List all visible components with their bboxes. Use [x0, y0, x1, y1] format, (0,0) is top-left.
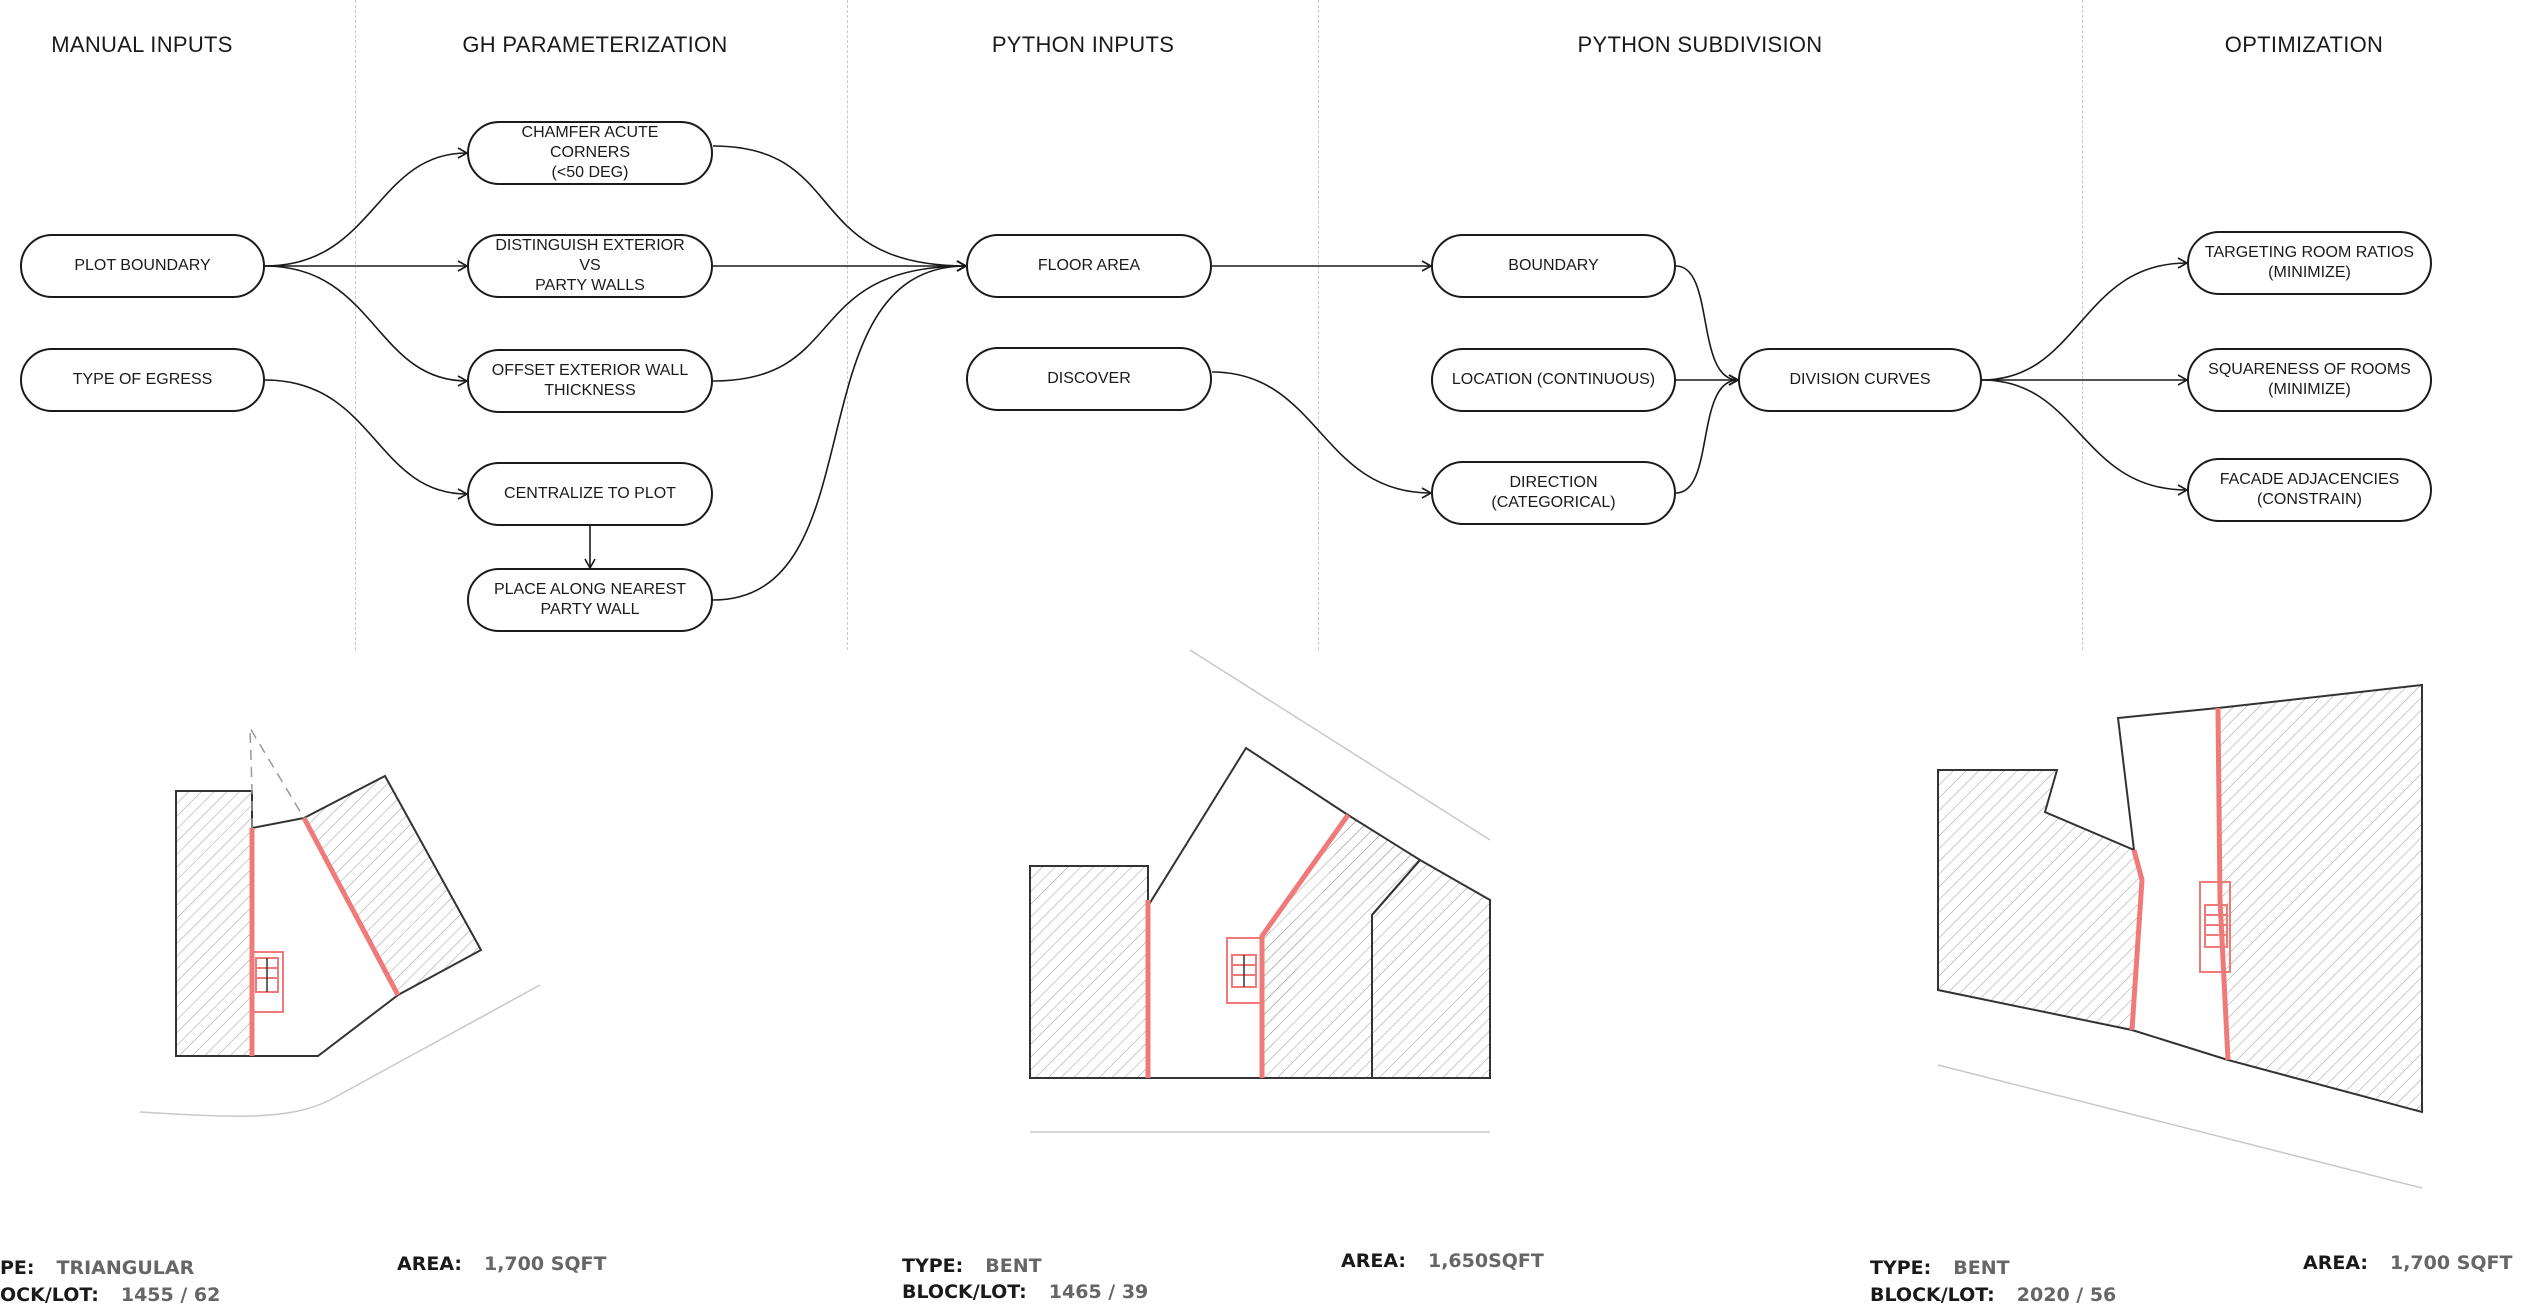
- node-direction-categorical: DIRECTION (CATEGORICAL): [1431, 461, 1676, 525]
- plot-1-area: AREA: 1,700 SQFT: [397, 1253, 606, 1275]
- plot-drawing-bent-2020: [1937, 683, 2423, 1189]
- node-plot-boundary: PLOT BOUNDARY: [20, 234, 265, 298]
- node-division-curves: DIVISION CURVES: [1738, 348, 1982, 412]
- plot-drawing-bent-1465: [1029, 649, 1491, 1133]
- connector: [264, 265, 469, 387]
- node-distinguish-walls: DISTINGUISH EXTERIOR VS PARTY WALLS: [467, 234, 713, 298]
- node-boundary: BOUNDARY: [1431, 234, 1676, 298]
- node-type-of-egress: TYPE OF EGRESS: [20, 348, 265, 412]
- plot-3-block-label: BLOCK/LOT:: [1870, 1284, 1995, 1306]
- node-targeting-room-ratios: TARGETING ROOM RATIOS (MINIMIZE): [2187, 231, 2432, 295]
- plot-3-area: AREA: 1,700 SQFT: [2303, 1252, 2512, 1274]
- plot-1-block: OCK/LOT: 1455 / 62: [0, 1284, 220, 1306]
- node-place-along-party-wall: PLACE ALONG NEAREST PARTY WALL: [467, 568, 713, 632]
- plot-1-block-label: OCK/LOT:: [0, 1284, 99, 1306]
- plot-2-area-value: 1,650SQFT: [1427, 1250, 1544, 1272]
- plot-3-type-value: BENT: [1953, 1257, 2010, 1279]
- column-divider: [2082, 0, 2083, 650]
- plot-2-block-label: BLOCK/LOT:: [902, 1281, 1027, 1303]
- flow-connectors: [264, 145, 2189, 601]
- node-squareness-of-rooms: SQUARENESS OF ROOMS (MINIMIZE): [2187, 348, 2432, 412]
- plot-3-type: TYPE: BENT: [1870, 1257, 2010, 1279]
- plot-3-block: BLOCK/LOT: 2020 / 56: [1870, 1284, 2116, 1306]
- plot-2-area: AREA: 1,650SQFT: [1341, 1250, 1544, 1272]
- plot-1-area-value: 1,700 SQFT: [483, 1253, 607, 1275]
- plot-1-type-value: TRIANGULAR: [56, 1257, 195, 1279]
- connector: [1675, 374, 1740, 494]
- column-divider: [1318, 0, 1319, 650]
- connector: [1211, 371, 1433, 499]
- column-divider: [355, 0, 356, 650]
- connector: [712, 145, 968, 272]
- plot-2-area-label: AREA:: [1341, 1250, 1406, 1272]
- connector: [1981, 257, 2189, 381]
- node-centralize-to-plot: CENTRALIZE TO PLOT: [467, 462, 713, 526]
- plot-2-block-value: 1465 / 39: [1048, 1281, 1149, 1303]
- column-title-manual-inputs: MANUAL INPUTS: [51, 32, 233, 57]
- node-offset-wall-thickness: OFFSET EXTERIOR WALL THICKNESS: [467, 349, 713, 413]
- plot-3-type-label: TYPE:: [1870, 1257, 1932, 1279]
- column-divider: [847, 0, 848, 650]
- connector: [1675, 265, 1740, 386]
- plot-2-block: BLOCK/LOT: 1465 / 39: [902, 1281, 1148, 1303]
- column-title-python-subdivision: PYTHON SUBDIVISION: [1577, 32, 1823, 57]
- plot-3-block-value: 2020 / 56: [2016, 1284, 2117, 1306]
- plot-1-area-label: AREA:: [397, 1253, 462, 1275]
- connector: [1981, 379, 2189, 496]
- node-discover: DISCOVER: [966, 347, 1212, 411]
- column-title-optimization: OPTIMIZATION: [2224, 32, 2384, 57]
- node-facade-adjacencies: FACADE ADJACENCIES (CONSTRAIN): [2187, 458, 2432, 522]
- node-floor-area: FLOOR AREA: [966, 234, 1212, 298]
- plot-2-type: TYPE: BENT: [902, 1255, 1042, 1277]
- node-chamfer-acute-corners: CHAMFER ACUTE CORNERS (<50 DEG): [467, 121, 713, 185]
- connector: [712, 260, 968, 601]
- connector: [264, 147, 469, 267]
- plot-drawing-triangular: [139, 725, 541, 1117]
- column-title-gh-parameterization: GH PARAMETERIZATION: [462, 32, 728, 57]
- connector: [264, 379, 469, 500]
- plot-3-area-label: AREA:: [2303, 1252, 2368, 1274]
- connector: [712, 260, 968, 382]
- plot-1-block-value: 1455 / 62: [120, 1284, 221, 1306]
- node-location-continuous: LOCATION (CONTINUOUS): [1431, 348, 1676, 412]
- plot-1-type: PE: TRIANGULAR: [0, 1257, 194, 1279]
- plot-3-area-value: 1,700 SQFT: [2389, 1252, 2513, 1274]
- plot-2-type-label: TYPE:: [902, 1255, 964, 1277]
- plot-1-type-label: PE:: [0, 1257, 35, 1279]
- plot-2-type-value: BENT: [985, 1255, 1042, 1277]
- column-title-python-inputs: PYTHON INPUTS: [991, 32, 1175, 57]
